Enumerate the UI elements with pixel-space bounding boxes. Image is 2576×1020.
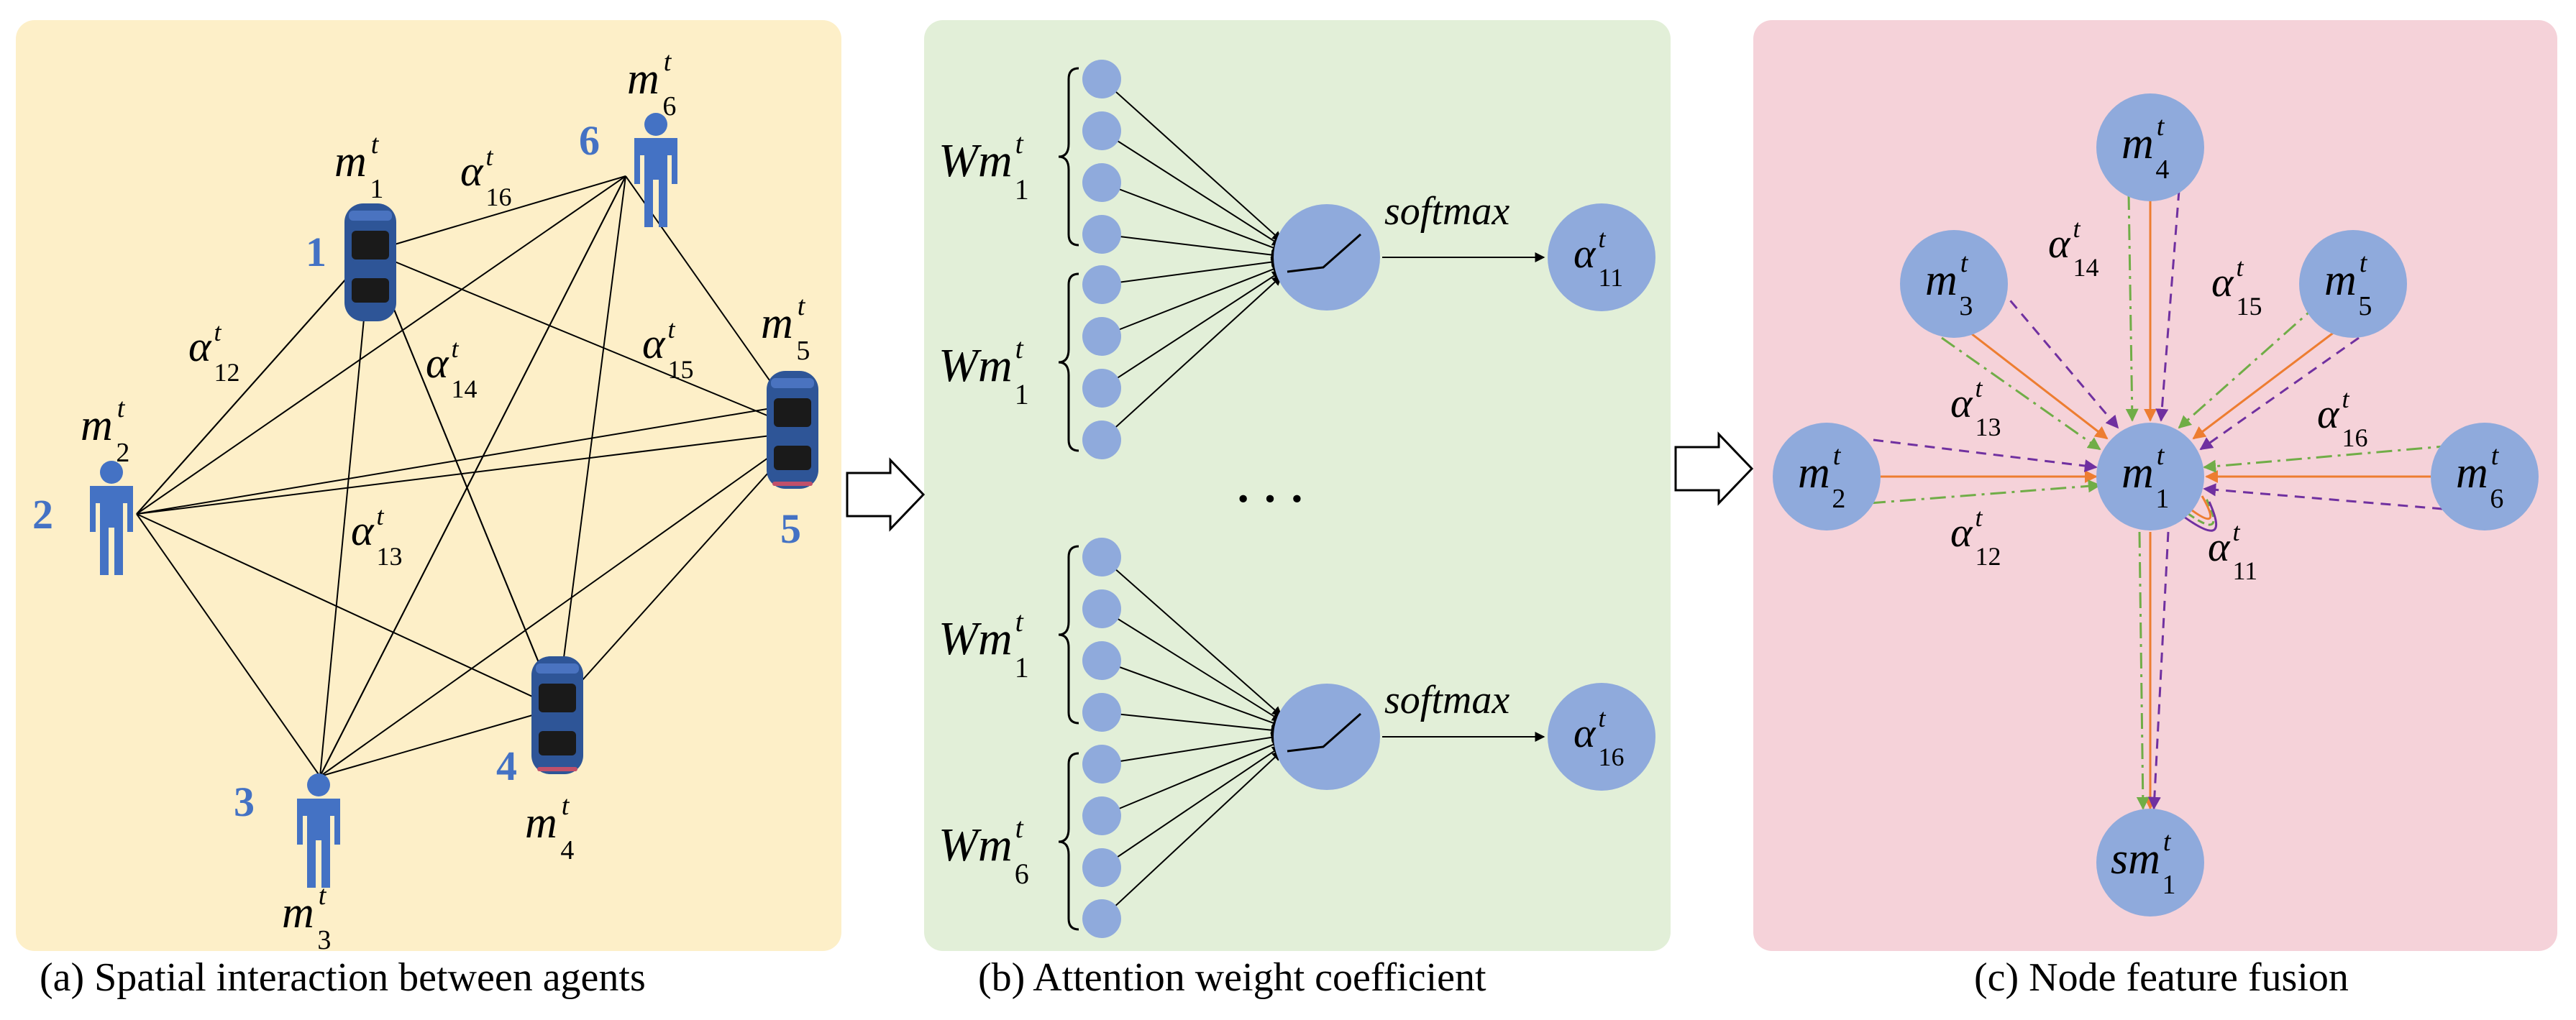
panel-c-nodes <box>1773 93 2539 916</box>
node-m6 <box>2431 423 2539 530</box>
node-m1 <box>2096 423 2204 530</box>
panel-b-network <box>1058 60 1655 938</box>
node-m3 <box>1900 230 2008 338</box>
caption-panel-b: (b) Attention weight coefficient <box>978 955 1486 1000</box>
node-m2 <box>1773 423 1881 530</box>
arrow-b-to-c-icon <box>1674 431 1754 506</box>
agent-number-5: 5 <box>780 505 801 552</box>
caption-panel-a: (a) Spatial interaction between agents <box>40 955 646 1000</box>
agent-number-2: 2 <box>32 491 53 538</box>
person-agent-2-icon <box>90 461 133 575</box>
activation-neuron-2 <box>1274 684 1380 790</box>
car-agent-5-icon <box>767 371 818 489</box>
panel-a-edges <box>136 175 807 777</box>
output-alpha-16-node <box>1548 683 1655 791</box>
softmax-label-1: softmax <box>1384 189 1509 234</box>
person-agent-3-icon <box>297 773 340 888</box>
agent-number-4: 4 <box>496 743 517 789</box>
car-agent-1-icon <box>344 203 396 321</box>
person-agent-6-icon <box>634 113 677 227</box>
caption-panel-c: (c) Node feature fusion <box>1974 955 2349 1000</box>
arrow-a-to-b-icon <box>846 457 926 532</box>
agent-number-1: 1 <box>306 229 326 275</box>
car-agent-4-icon <box>531 656 583 774</box>
node-sm1 <box>2096 809 2204 916</box>
ellipsis: · · · <box>1236 473 1305 524</box>
activation-neuron-1 <box>1274 204 1380 311</box>
node-m5 <box>2299 230 2407 338</box>
softmax-label-2: softmax <box>1384 678 1509 722</box>
node-m4 <box>2096 93 2204 201</box>
panel-a-background <box>16 20 841 951</box>
agent-number-6: 6 <box>579 117 600 164</box>
agent-number-3: 3 <box>234 778 255 825</box>
output-alpha-11-node <box>1548 203 1655 311</box>
